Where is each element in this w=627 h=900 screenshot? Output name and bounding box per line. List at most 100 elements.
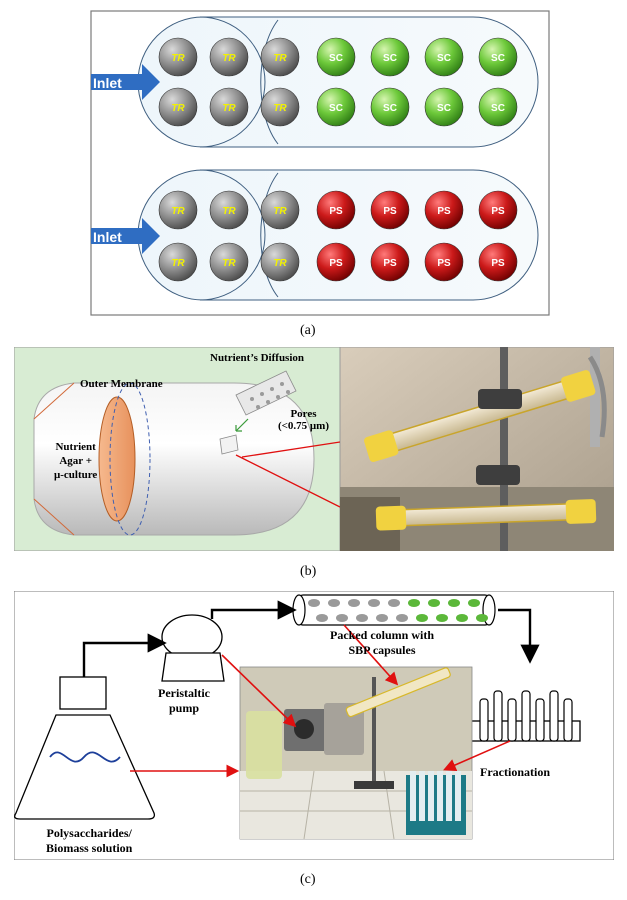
bead-ps [370,190,410,230]
column-bead [428,599,440,607]
fraction-tube [479,698,489,742]
bead-tr [209,242,249,282]
column-bead [376,614,388,622]
panel-b-diagram [14,347,340,551]
peristaltic-pump [161,614,225,682]
caption-a: (a) [300,323,316,338]
label-nutrient-agar: Nutrient Agar + μ-culture [54,440,97,482]
bead-ps [478,190,518,230]
bead-label: SC [383,103,397,114]
inlet-label-top: Inlet [93,75,122,91]
nutrient-agar [98,396,136,522]
photo-tube [446,771,452,821]
bead-tr [260,242,300,282]
photo-tube [428,771,434,821]
photo-tube [455,771,461,821]
packed-line1: Packed column with [330,628,435,642]
pointer-line-1 [241,441,340,458]
bead-sc [316,37,356,77]
bead-tr [158,242,198,282]
diffusion-swatch [235,370,297,416]
bead-label: SC [491,53,505,64]
column-bead [436,614,448,622]
label-pump: Peristaltic pump [158,686,210,716]
bead-ps [424,190,464,230]
label-polysaccharides: Polysaccharides/ Biomass solution [46,826,132,856]
caption-c: (c) [300,872,316,887]
bead-label: TR [171,258,185,269]
bead-label: PS [329,258,343,269]
bead-tr [158,190,198,230]
photo-tube [410,771,416,821]
bead-tr [158,87,198,127]
bead-sc [424,37,464,77]
column-bead [336,614,348,622]
bead-sc [316,87,356,127]
flask [14,676,156,820]
bead-label: TR [273,258,287,269]
bead-label: PS [491,258,505,269]
column-bead [396,614,408,622]
bead-label: TR [222,206,236,217]
fraction-tube [535,698,545,742]
bead-ps [424,242,464,282]
bead-label: TR [222,103,236,114]
bead-label: TR [273,206,287,217]
inlet-arrow-bottom [91,218,160,254]
bead-label: SC [329,53,343,64]
bead-label: SC [437,103,451,114]
bead-sc [370,87,410,127]
bead-label: SC [329,103,343,114]
fraction-tube [507,698,517,742]
poly-line1: Polysaccharides/ [46,826,132,840]
label-outer-membrane: Outer Membrane [80,378,163,390]
bead-sc [370,37,410,77]
bead-label: TR [273,53,287,64]
pump-line1: Peristaltic [158,686,210,700]
column-bead [476,614,488,622]
fraction-tube [493,690,503,742]
photo-tube [419,771,425,821]
bead-ps [370,242,410,282]
inlet-label-bottom: Inlet [93,229,122,245]
fraction-tube [563,698,573,742]
bead-label: SC [383,53,397,64]
bead-label: TR [171,53,185,64]
bead-ps [316,242,356,282]
bead-label: PS [491,206,505,217]
inlet-arrow-top [91,64,160,100]
bead-label: SC [437,53,451,64]
caption-b: (b) [300,564,317,579]
bead-label: PS [437,206,451,217]
pores-line1: Pores [290,408,317,420]
column-bead [456,614,468,622]
panel-a: TR TR TR SC SC SC SC TR TR TR SC SC SC SC TR TR TR PS PS PS… [90,10,550,316]
bead-label: SC [491,103,505,114]
column-bead [416,614,428,622]
photo-tube [437,771,443,821]
bead-label: TR [171,206,185,217]
bead-ps [316,190,356,230]
bead-label: PS [383,206,397,217]
bead-tr [209,37,249,77]
bead-tr [260,190,300,230]
packed-line2: SBP capsules [348,643,416,657]
pump-line2: pump [168,701,199,715]
label-fractionation: Fractionation [480,765,550,779]
bead-tr [260,87,300,127]
column-bead [368,599,380,607]
fractionation-rack [467,690,581,742]
label-packed-column: Packed column with SBP capsules [330,628,434,658]
bead-tr [209,190,249,230]
bead-sc [478,37,518,77]
column-bead [468,599,480,607]
nutrient-line1: Nutrient [55,441,96,453]
bead-label: PS [437,258,451,269]
pores-line2: (<0.75 μm) [278,420,329,432]
bead-label: TR [273,103,287,114]
bead-label: PS [329,206,343,217]
column-bead [328,599,340,607]
column-bead [356,614,368,622]
bead-sc [478,87,518,127]
pointer-line-2 [235,454,340,508]
